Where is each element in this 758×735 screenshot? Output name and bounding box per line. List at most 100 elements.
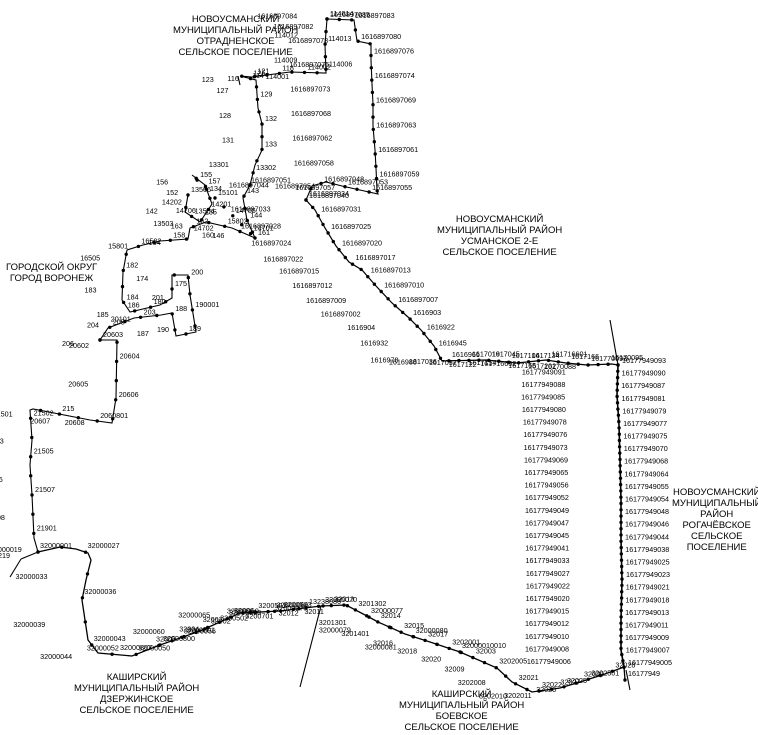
boundary-point [411, 634, 415, 639]
boundary-point [517, 361, 521, 365]
boundary-point [260, 135, 264, 139]
point-label: 3201301 [319, 618, 347, 627]
point-label: 32000010010 [462, 641, 506, 650]
point-label: 32009 [445, 665, 465, 674]
boundary-point [170, 639, 174, 643]
point-label: 3201401 [341, 629, 369, 638]
point-label: 16177949020 [526, 594, 570, 603]
boundary-point [355, 187, 359, 191]
point-label: 16177949041 [525, 544, 569, 553]
point-label: 16177949007 [626, 646, 670, 655]
point-label: 1616897020 [342, 239, 382, 248]
point-label: 1616897053 [348, 178, 388, 187]
boundary-point [329, 603, 333, 608]
point-label: 163 [171, 222, 183, 231]
point-label: 16177949065 [524, 468, 568, 477]
boundary-point [80, 596, 85, 600]
boundary-point [428, 339, 432, 343]
boundary-point [616, 369, 620, 373]
boundary-point [182, 634, 186, 639]
boundary-segment [305, 199, 619, 366]
point-label: 32013 [334, 595, 354, 604]
point-label: 1616897069 [376, 96, 416, 105]
boundary-point [487, 358, 491, 362]
point-label: 114001 [266, 72, 289, 81]
point-label: 3202010 [479, 692, 507, 701]
boundary-point [115, 340, 119, 344]
point-label: 134 [210, 184, 222, 193]
boundary-point [95, 419, 99, 423]
boundary-point [316, 214, 320, 218]
point-label: 16177949046 [625, 520, 669, 529]
boundary-point [342, 603, 346, 607]
point-label: 1617036 [409, 357, 437, 366]
boundary-point [138, 315, 143, 319]
point-label: 32000033 [16, 572, 48, 581]
boundary-point [525, 687, 529, 692]
point-label: 1617165 [508, 361, 536, 370]
point-label: 1616897034 [309, 189, 349, 198]
point-label: 16177949054 [625, 495, 669, 504]
point-label: 32006 [234, 606, 254, 615]
point-label: 121 [257, 67, 269, 76]
point-label: 1616897022 [263, 255, 303, 264]
boundary-point [435, 642, 439, 647]
boundary-point [184, 205, 188, 210]
point-label: 1616961 [452, 350, 480, 359]
boundary-point [204, 187, 208, 191]
point-label: 32018 [397, 646, 417, 655]
boundary-point [319, 181, 323, 186]
boundary-point [459, 650, 463, 655]
point-label: 16177949038 [625, 545, 669, 554]
boundary-point [350, 262, 355, 266]
boundary-point [184, 237, 189, 241]
boundary-point [549, 687, 554, 691]
point-label: 3200503 [284, 600, 312, 609]
point-label: 1616897062 [292, 134, 332, 143]
point-label: 143 [247, 186, 259, 195]
point-label: 1617019 [472, 349, 500, 358]
boundary-point [387, 625, 392, 629]
boundary-point [28, 416, 33, 420]
point-label: 1616897080 [361, 32, 401, 41]
point-label: 16177949009 [625, 633, 669, 642]
point-label: 161716601 [552, 349, 588, 358]
point-label: 32014 [381, 611, 401, 620]
point-label: 16177949077 [623, 419, 667, 428]
boundary-point [170, 287, 174, 291]
boundary-point [359, 267, 363, 272]
boundary-point [272, 609, 277, 613]
boundary-point [255, 97, 260, 102]
boundary-point [617, 445, 622, 449]
boundary-point [375, 189, 379, 193]
boundary-point [615, 382, 620, 386]
boundary-point [248, 76, 253, 81]
point-label: 20604 [120, 351, 140, 360]
boundary-point [401, 310, 405, 315]
boundary-point [620, 577, 624, 581]
boundary-point [415, 324, 419, 328]
point-label: 1616922 [427, 323, 455, 332]
point-label: 204 [87, 321, 99, 330]
boundary-point [617, 438, 622, 443]
point-label: 32000073 [275, 604, 307, 613]
point-label: 32012 [279, 608, 299, 617]
point-label: 32025 [567, 676, 587, 685]
point-label: 13504 [195, 206, 215, 215]
point-label: 1617104 [512, 351, 540, 360]
point-label: 16177949018 [625, 595, 669, 604]
point-label: 32000039 [13, 620, 45, 629]
boundary-point [277, 71, 282, 76]
boundary-segment [299, 605, 322, 688]
boundary-segment [184, 174, 213, 223]
point-label: 16177949021 [626, 583, 670, 592]
point-label: 16170095 [611, 353, 643, 362]
boundary-point [373, 152, 377, 156]
point-label: 1616897051 [251, 176, 291, 185]
point-label: 127 [217, 86, 229, 95]
point-label: 32000065 [178, 611, 210, 620]
boundary-point [457, 358, 461, 363]
point-label: 3200701 [245, 611, 273, 620]
boundary-point [374, 164, 378, 168]
point-label: 16177949025 [626, 558, 670, 567]
